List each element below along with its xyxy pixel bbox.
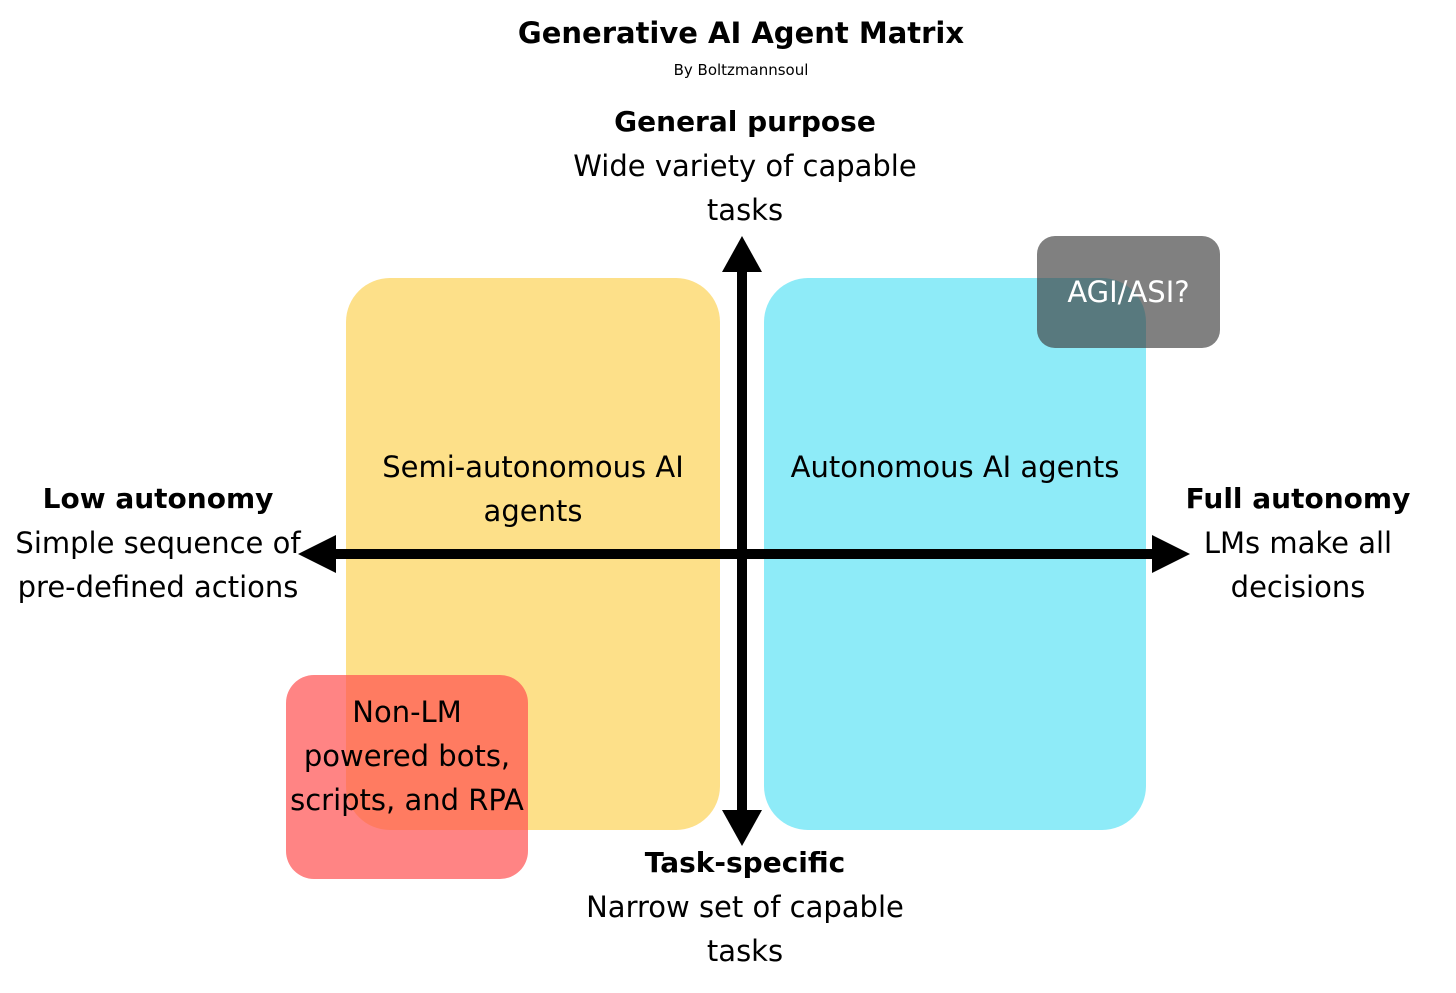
axis-bottom-desc: Narrow set of capable tasks <box>586 890 904 968</box>
non-lm-label: Non-LM powered bots, scripts, and RPA <box>290 695 524 817</box>
up-arrow-head <box>722 236 762 272</box>
axis-label-right: Full autonomy LMs make all decisions <box>1167 477 1429 609</box>
non-lm-region <box>286 675 528 879</box>
agi-label: AGI/ASI? <box>1067 275 1190 309</box>
axis-top-desc: Wide variety of capable tasks <box>573 149 917 227</box>
autonomous-label: Autonomous AI agents <box>790 450 1120 484</box>
down-arrow-head <box>722 810 762 846</box>
agi-region <box>1037 236 1220 348</box>
semi-autonomous-label: Semi-autonomous AI agents <box>382 450 684 528</box>
axis-label-left: Low autonomy Simple sequence of pre-defi… <box>8 477 308 609</box>
vertical-axis-line <box>737 268 747 814</box>
axis-bottom-head: Task-specific <box>644 846 846 879</box>
horizontal-axis-line <box>332 549 1154 559</box>
left-arrow-head <box>298 535 336 573</box>
axis-left-head: Low autonomy <box>42 482 274 515</box>
axis-left-desc: Simple sequence of pre-defined actions <box>15 526 301 604</box>
diagram-title: Generative AI Agent Matrix <box>517 16 965 50</box>
axis-right-desc: LMs make all decisions <box>1203 526 1393 604</box>
axis-label-top: General purpose Wide variety of capable … <box>565 100 925 232</box>
axis-top-head: General purpose <box>614 105 876 138</box>
axis-label-bottom: Task-specific Narrow set of capable task… <box>565 841 925 973</box>
axis-right-head: Full autonomy <box>1185 482 1411 515</box>
diagram-subtitle: By Boltzmannsoul <box>673 61 809 79</box>
right-arrow-head <box>1152 535 1190 573</box>
